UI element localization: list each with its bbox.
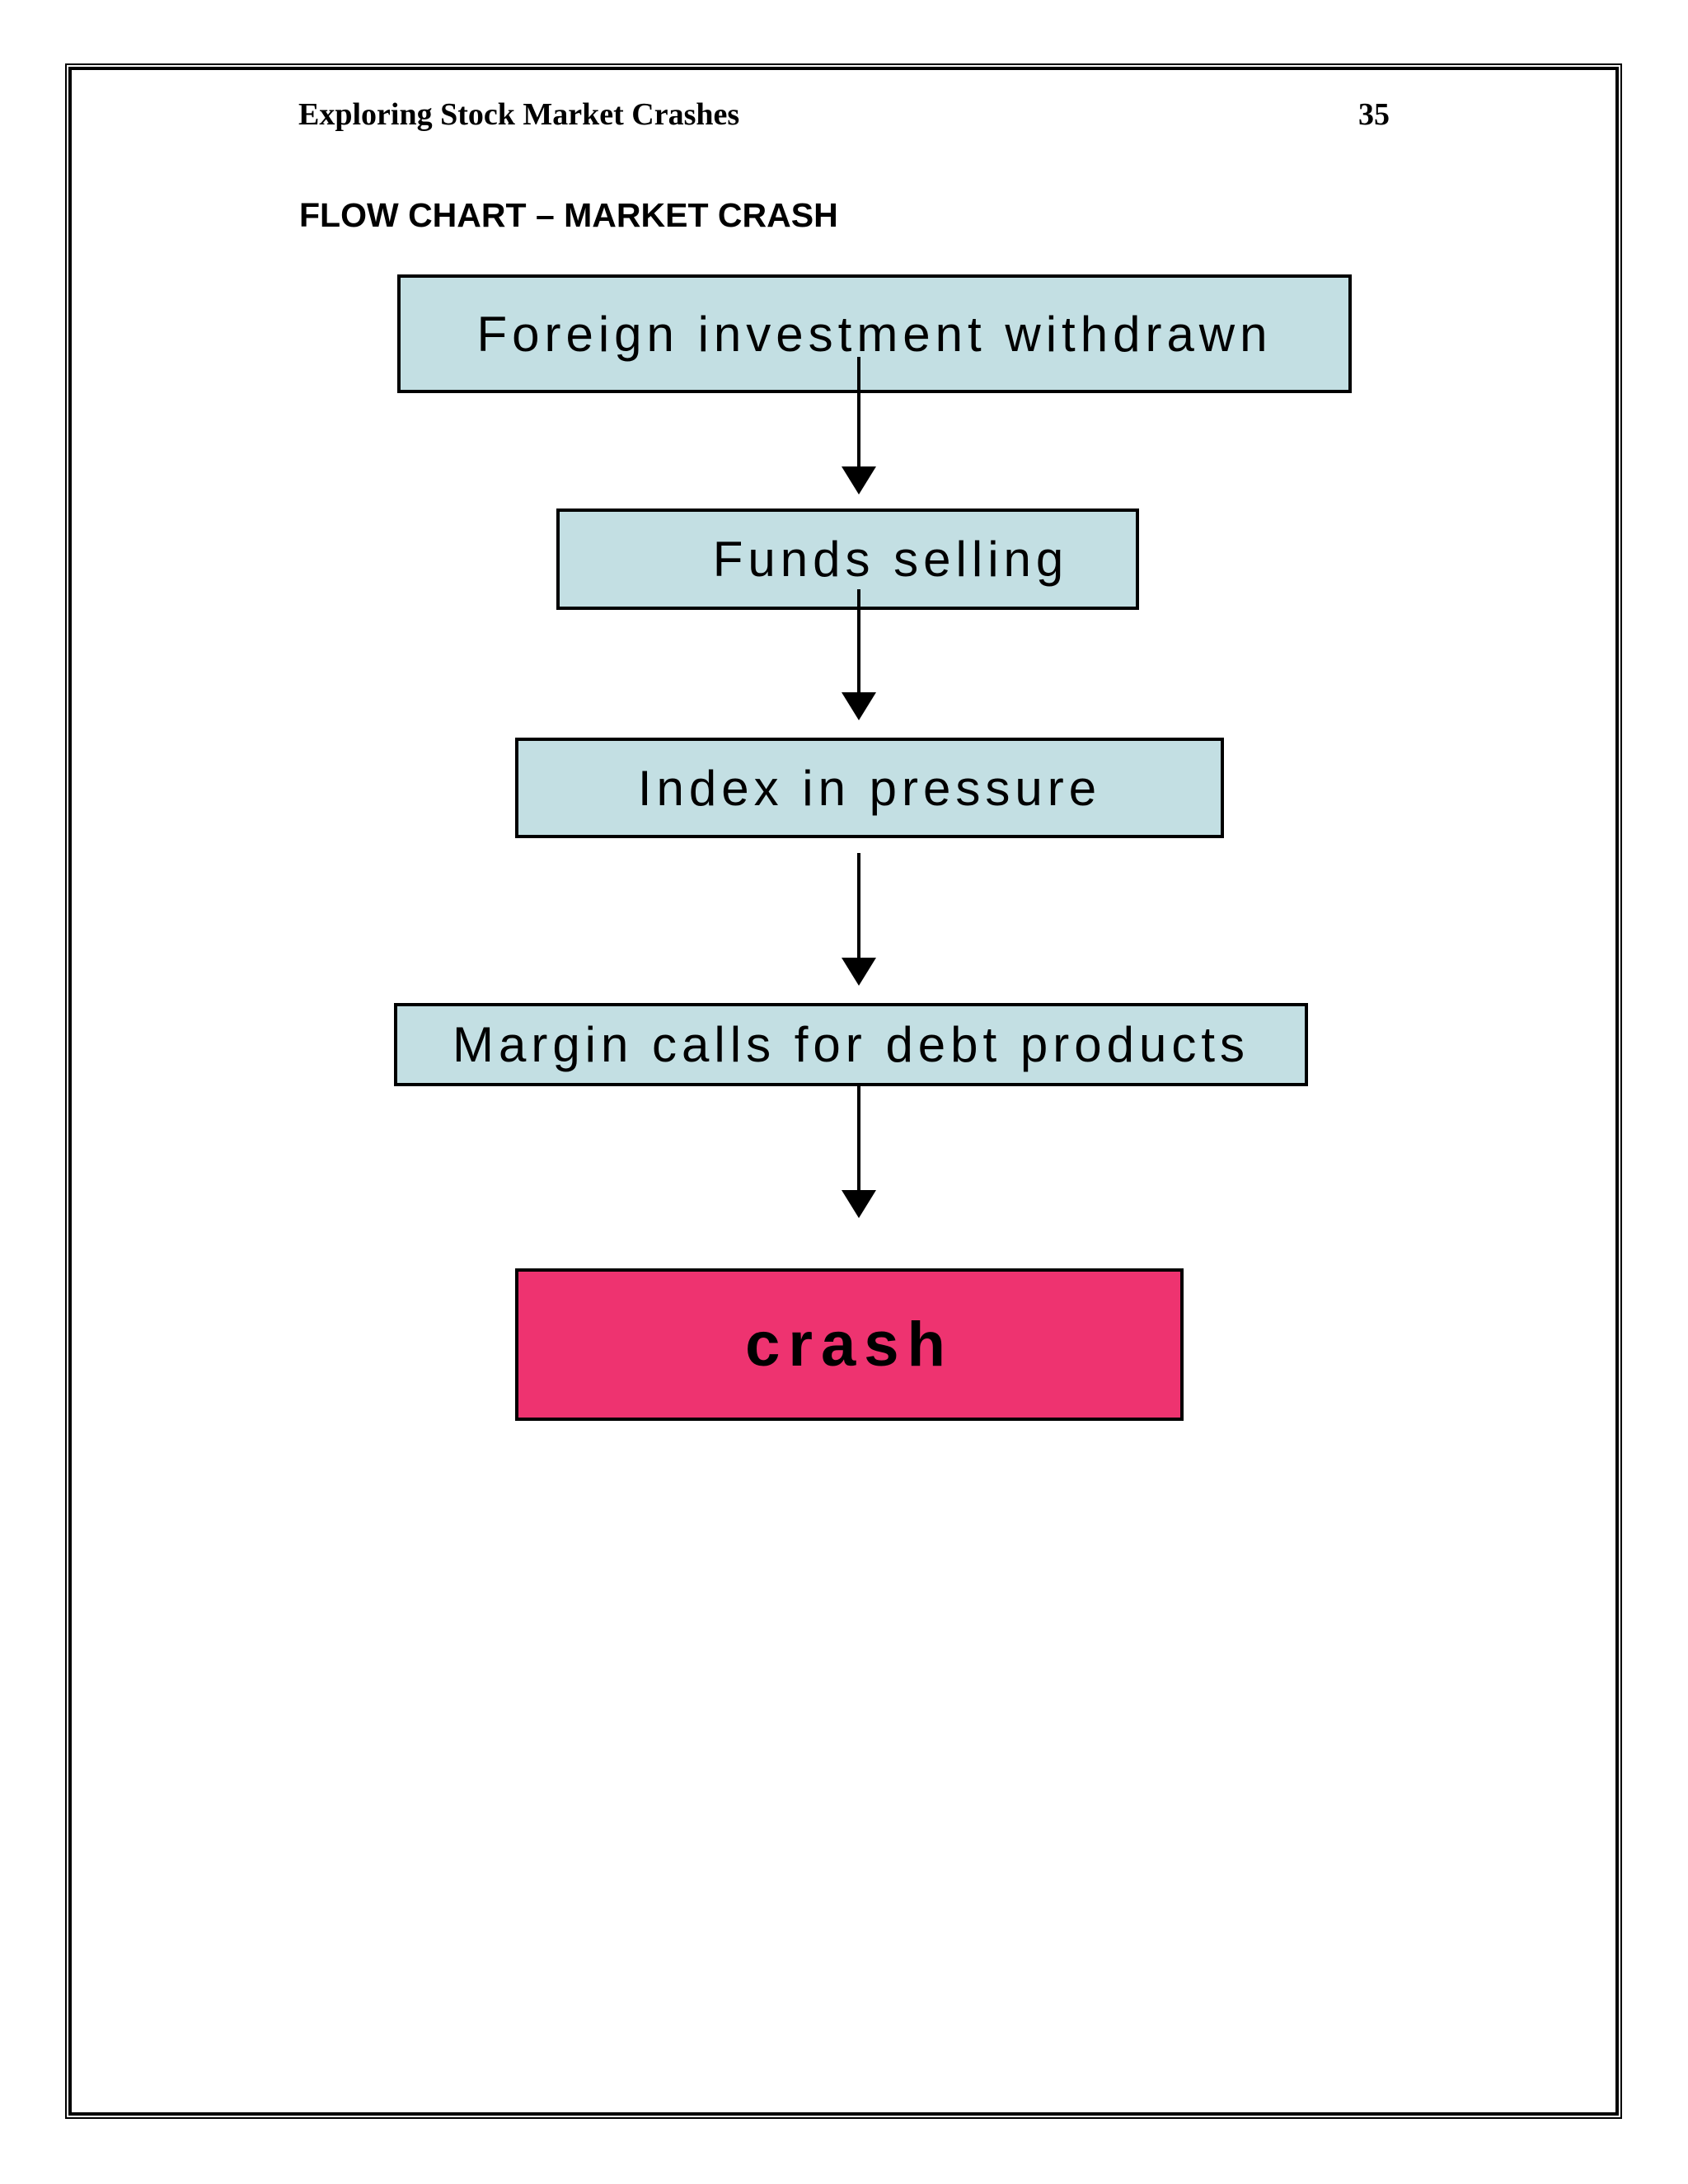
flow-arrow-3-head (842, 958, 876, 986)
flow-arrow-4-line (857, 1086, 860, 1192)
flow-node-index-in-pressure: Index in pressure (515, 738, 1224, 838)
flow-node-crash: crash (515, 1268, 1184, 1421)
flow-node-funds-selling: Funds selling (556, 509, 1139, 610)
flow-arrow-3-line (857, 853, 860, 959)
flow-node-margin-calls: Margin calls for debt products (394, 1003, 1308, 1086)
flow-arrow-2-line (857, 589, 860, 694)
flow-arrow-2-head (842, 692, 876, 720)
page-number: 35 (1358, 97, 1390, 132)
flow-node-label: Index in pressure (637, 760, 1102, 816)
flow-node-label: Foreign investment withdrawn (476, 306, 1273, 362)
flow-node-label: Margin calls for debt products (452, 1017, 1250, 1072)
flow-node-foreign-investment-withdrawn: Foreign investment withdrawn (397, 274, 1352, 393)
flow-node-label: Funds selling (712, 532, 1069, 587)
flow-arrow-4-head (842, 1190, 876, 1218)
page-border-inner (68, 67, 1619, 2116)
flow-node-label: crash (745, 1310, 954, 1380)
flow-arrow-1-head (842, 466, 876, 494)
section-title: FLOW CHART – MARKET CRASH (299, 196, 838, 234)
page-border-outer (65, 63, 1622, 2119)
flow-arrow-1-line (857, 357, 860, 468)
running-header-title: Exploring Stock Market Crashes (298, 97, 740, 132)
